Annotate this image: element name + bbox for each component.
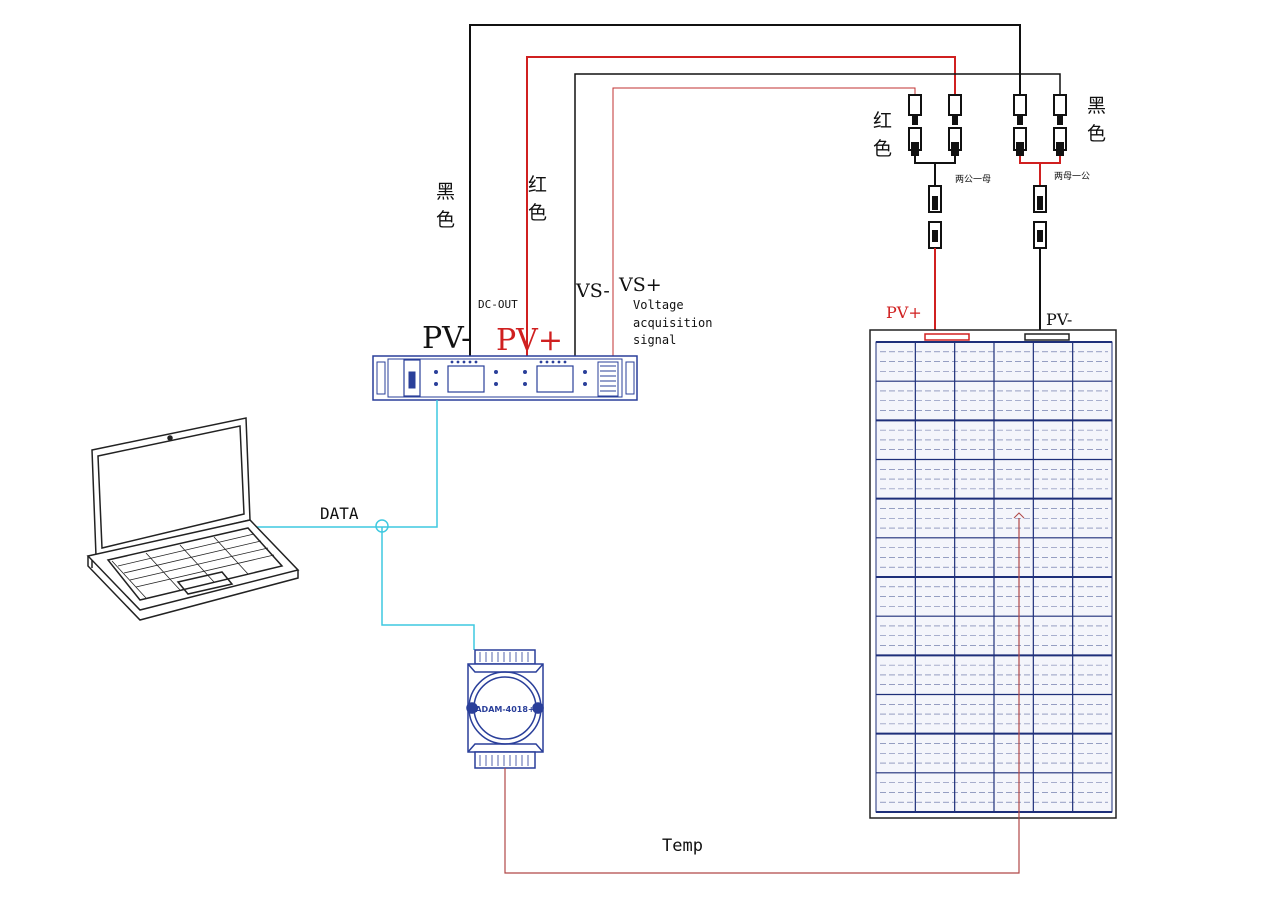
label-data: DATA: [320, 504, 359, 523]
label-temp: Temp: [662, 836, 703, 856]
wire-black-vs-minus: [574, 73, 1061, 356]
label-red-right-1: 红: [873, 110, 892, 132]
temp-sensor-mark: [1013, 512, 1025, 519]
label-red-right-2: 色: [873, 138, 892, 160]
wire-red-vs-plus: [612, 87, 916, 356]
wire-data-module: [381, 527, 475, 650]
label-panel-pv-minus: PV-: [1046, 310, 1072, 329]
label-pv-plus-supply: PV+: [496, 323, 563, 358]
label-two-male-one-female: 两公一母: [955, 174, 991, 185]
connector-group-black: [1013, 94, 1067, 336]
label-vs-plus: VS+: [618, 274, 662, 296]
label-voltage-1: Voltage: [633, 298, 684, 312]
label-black-left-2: 色: [436, 209, 455, 231]
label-vs-minus: VS-: [575, 280, 610, 302]
wire-black-pv-minus: [469, 24, 1021, 356]
label-pv-minus-supply: PV-: [422, 321, 471, 356]
label-black-right-1: 黑: [1087, 95, 1106, 117]
wire-data-psu: [252, 400, 438, 528]
label-two-female-one-male: 两母一公: [1054, 171, 1090, 182]
dc-power-supply: [372, 355, 638, 401]
label-voltage-2: acquisition: [633, 316, 712, 330]
label-black-right-2: 色: [1087, 123, 1106, 145]
label-dc-out: DC-OUT: [478, 298, 518, 311]
wire-red-pv-plus: [526, 56, 956, 356]
connector-group-red: [908, 94, 962, 336]
power-wires: [469, 24, 1061, 356]
adam-module: [466, 649, 544, 769]
label-module: ADAM-4018+: [475, 705, 534, 714]
label-voltage-3: signal: [633, 333, 676, 347]
label-panel-pv-plus: PV+: [886, 303, 922, 322]
solar-panel: [869, 329, 1117, 819]
label-red-left-1: 红: [528, 174, 547, 196]
wire-temp: [504, 518, 1020, 874]
data-junction: [375, 519, 389, 533]
data-wires: [252, 400, 475, 650]
laptop: [86, 417, 300, 621]
label-red-left-2: 色: [528, 202, 547, 224]
label-black-left-1: 黑: [436, 181, 455, 203]
